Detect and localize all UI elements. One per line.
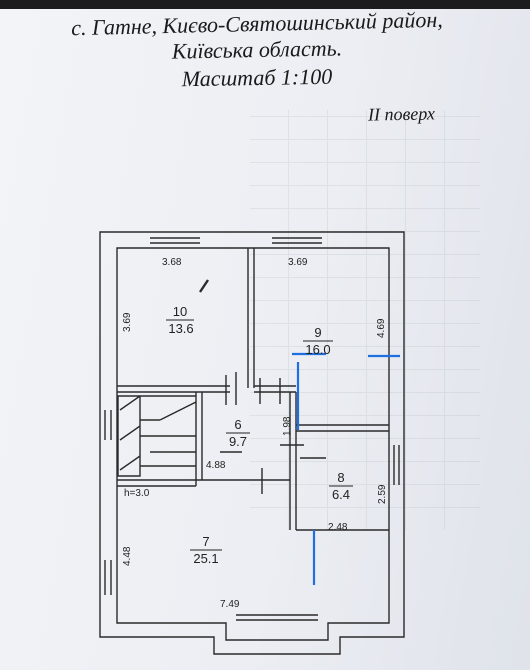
room-7-number: 7 xyxy=(202,534,209,549)
room-8-number: 8 xyxy=(337,470,344,485)
wall-9-bottom-right xyxy=(296,424,389,432)
room-6-number: 6 xyxy=(234,417,241,432)
room-10: 10 13.6 xyxy=(166,304,194,336)
room-7-area: 25.1 xyxy=(193,551,218,566)
wall-9-bottom-left xyxy=(254,385,296,393)
ceiling-height: h=3.0 xyxy=(124,488,150,499)
dim-top-left: 3.68 xyxy=(162,257,182,268)
wall-6-8 xyxy=(289,392,297,530)
dim-right-top: 4.69 xyxy=(376,318,387,338)
room-10-number: 10 xyxy=(173,304,187,319)
dim-bottom: 7.49 xyxy=(220,599,240,610)
walls xyxy=(99,231,405,655)
right-window xyxy=(393,445,400,485)
dim-corridor: 4.88 xyxy=(206,460,226,471)
room-8-area: 6.4 xyxy=(332,487,350,502)
blue-annotations xyxy=(292,352,400,585)
dim-top-right: 3.69 xyxy=(288,257,308,268)
top-windows xyxy=(150,237,322,244)
dim-left-top: 3.69 xyxy=(122,312,133,332)
dim-room8-width: 2.48 xyxy=(328,522,348,533)
room-9-number: 9 xyxy=(314,325,321,340)
top-edge-shadow xyxy=(0,0,530,9)
staircase xyxy=(117,395,197,477)
room-10-area: 13.6 xyxy=(168,321,193,336)
room-9-area: 16.0 xyxy=(305,342,330,357)
dim-middle: 1.98 xyxy=(282,416,293,436)
outer-wall-outer xyxy=(99,231,405,655)
north-mark xyxy=(199,279,209,293)
room-7: 7 25.1 xyxy=(190,534,222,566)
dim-bottom-left: 4.48 xyxy=(122,546,133,566)
outer-wall-inner xyxy=(116,247,390,641)
room-9: 9 16.0 xyxy=(303,325,333,357)
room-6-area: 9.7 xyxy=(229,434,247,449)
wall-corridor xyxy=(117,479,290,487)
show-through-table xyxy=(250,110,480,530)
door-marks xyxy=(220,372,326,494)
wall-stair xyxy=(195,392,203,486)
room-6: 6 9.7 xyxy=(226,417,250,449)
dim-room8-height: 2.59 xyxy=(377,484,388,504)
wall-10-bottom xyxy=(117,385,230,393)
wall-10-9 xyxy=(247,248,255,388)
room-8: 8 6.4 xyxy=(329,470,353,502)
bottom-window xyxy=(236,614,318,621)
left-windows xyxy=(104,410,112,595)
